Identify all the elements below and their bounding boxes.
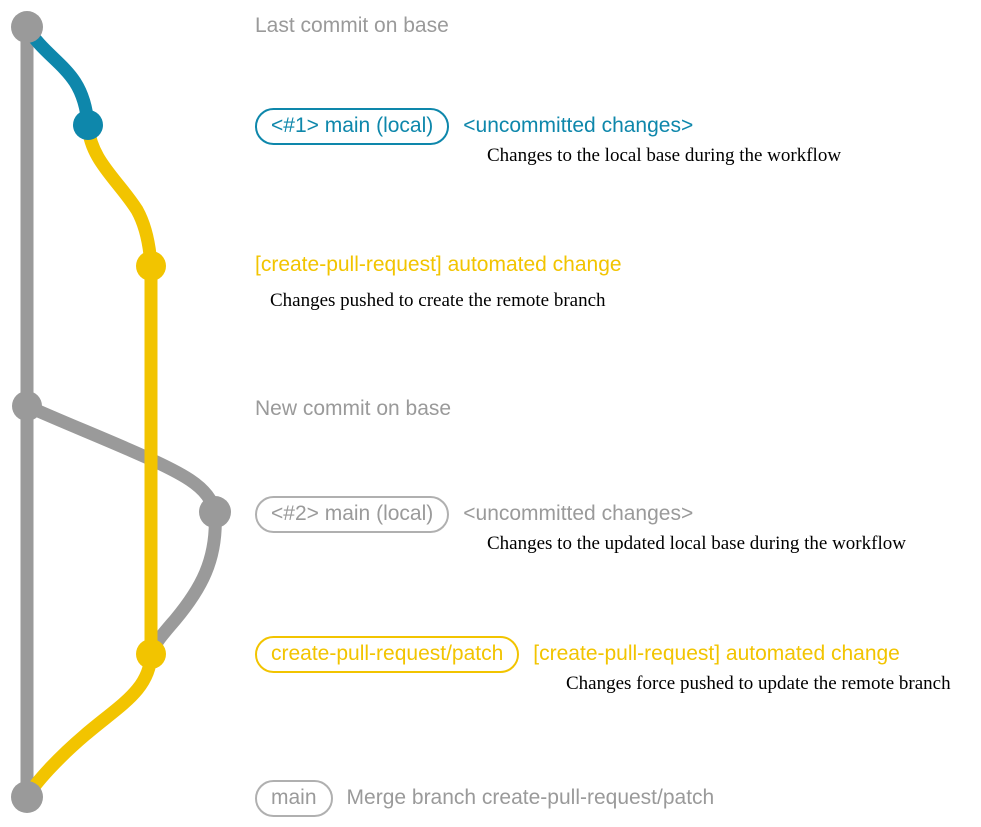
ref-badge-create-pull-request-patch[interactable]: create-pull-request/patch bbox=[255, 636, 520, 674]
commit-subject-last-commit-on-base: Last commit on base bbox=[255, 14, 449, 37]
commit-subject-local-commit-1: <uncommitted changes> bbox=[463, 114, 694, 137]
edge-base-to-local1 bbox=[20, 20, 95, 132]
edge-patch2-to-merge bbox=[20, 647, 158, 804]
commit-node-base-new-commit bbox=[12, 391, 42, 421]
commit-note-local-commit-1: Changes to the local base during the wor… bbox=[487, 145, 842, 166]
commit-node-merge-commit bbox=[11, 781, 43, 813]
commit-nodes bbox=[11, 11, 231, 813]
commit-note-patch-commit-2: Changes force pushed to update the remot… bbox=[566, 673, 951, 694]
commit-row-local-commit-1: <#1> main (local) <uncommitted changes> bbox=[255, 108, 694, 146]
commit-node-patch-commit-2 bbox=[136, 639, 166, 669]
commit-node-local-commit-1 bbox=[73, 110, 103, 140]
ref-badge-main-local-2[interactable]: <#2> main (local) bbox=[255, 496, 450, 534]
edge-local1-to-patch1 bbox=[81, 118, 158, 273]
commit-note-local-commit-2: Changes to the updated local base during… bbox=[487, 533, 906, 554]
commit-subject-merge-commit: Merge branch create-pull-request/patch bbox=[346, 786, 715, 809]
ref-badge-main-local-1[interactable]: <#1> main (local) bbox=[255, 108, 450, 146]
commit-subject-local-commit-2: <uncommitted changes> bbox=[463, 502, 694, 525]
commit-row-patch-commit-2: create-pull-request/patch [create-pull-r… bbox=[255, 636, 900, 674]
edge-base-to-local2 bbox=[20, 399, 222, 519]
commit-subject-patch-commit-1: [create-pull-request] automated change bbox=[255, 253, 622, 276]
commit-row-merge-commit: main Merge branch create-pull-request/pa… bbox=[255, 780, 715, 818]
edge-local2-to-patch2 bbox=[144, 505, 222, 661]
commit-subject-new-commit-on-base: New commit on base bbox=[255, 397, 452, 420]
commit-subject-patch-commit-2: [create-pull-request] automated change bbox=[533, 642, 900, 665]
commit-node-local-commit-2 bbox=[199, 496, 231, 528]
commit-note-patch-commit-1: Changes pushed to create the remote bran… bbox=[270, 290, 606, 311]
commit-node-base-head bbox=[11, 11, 43, 43]
commit-node-patch-commit-1 bbox=[136, 251, 166, 281]
ref-badge-main[interactable]: main bbox=[255, 780, 333, 818]
commit-row-local-commit-2: <#2> main (local) <uncommitted changes> bbox=[255, 496, 694, 534]
